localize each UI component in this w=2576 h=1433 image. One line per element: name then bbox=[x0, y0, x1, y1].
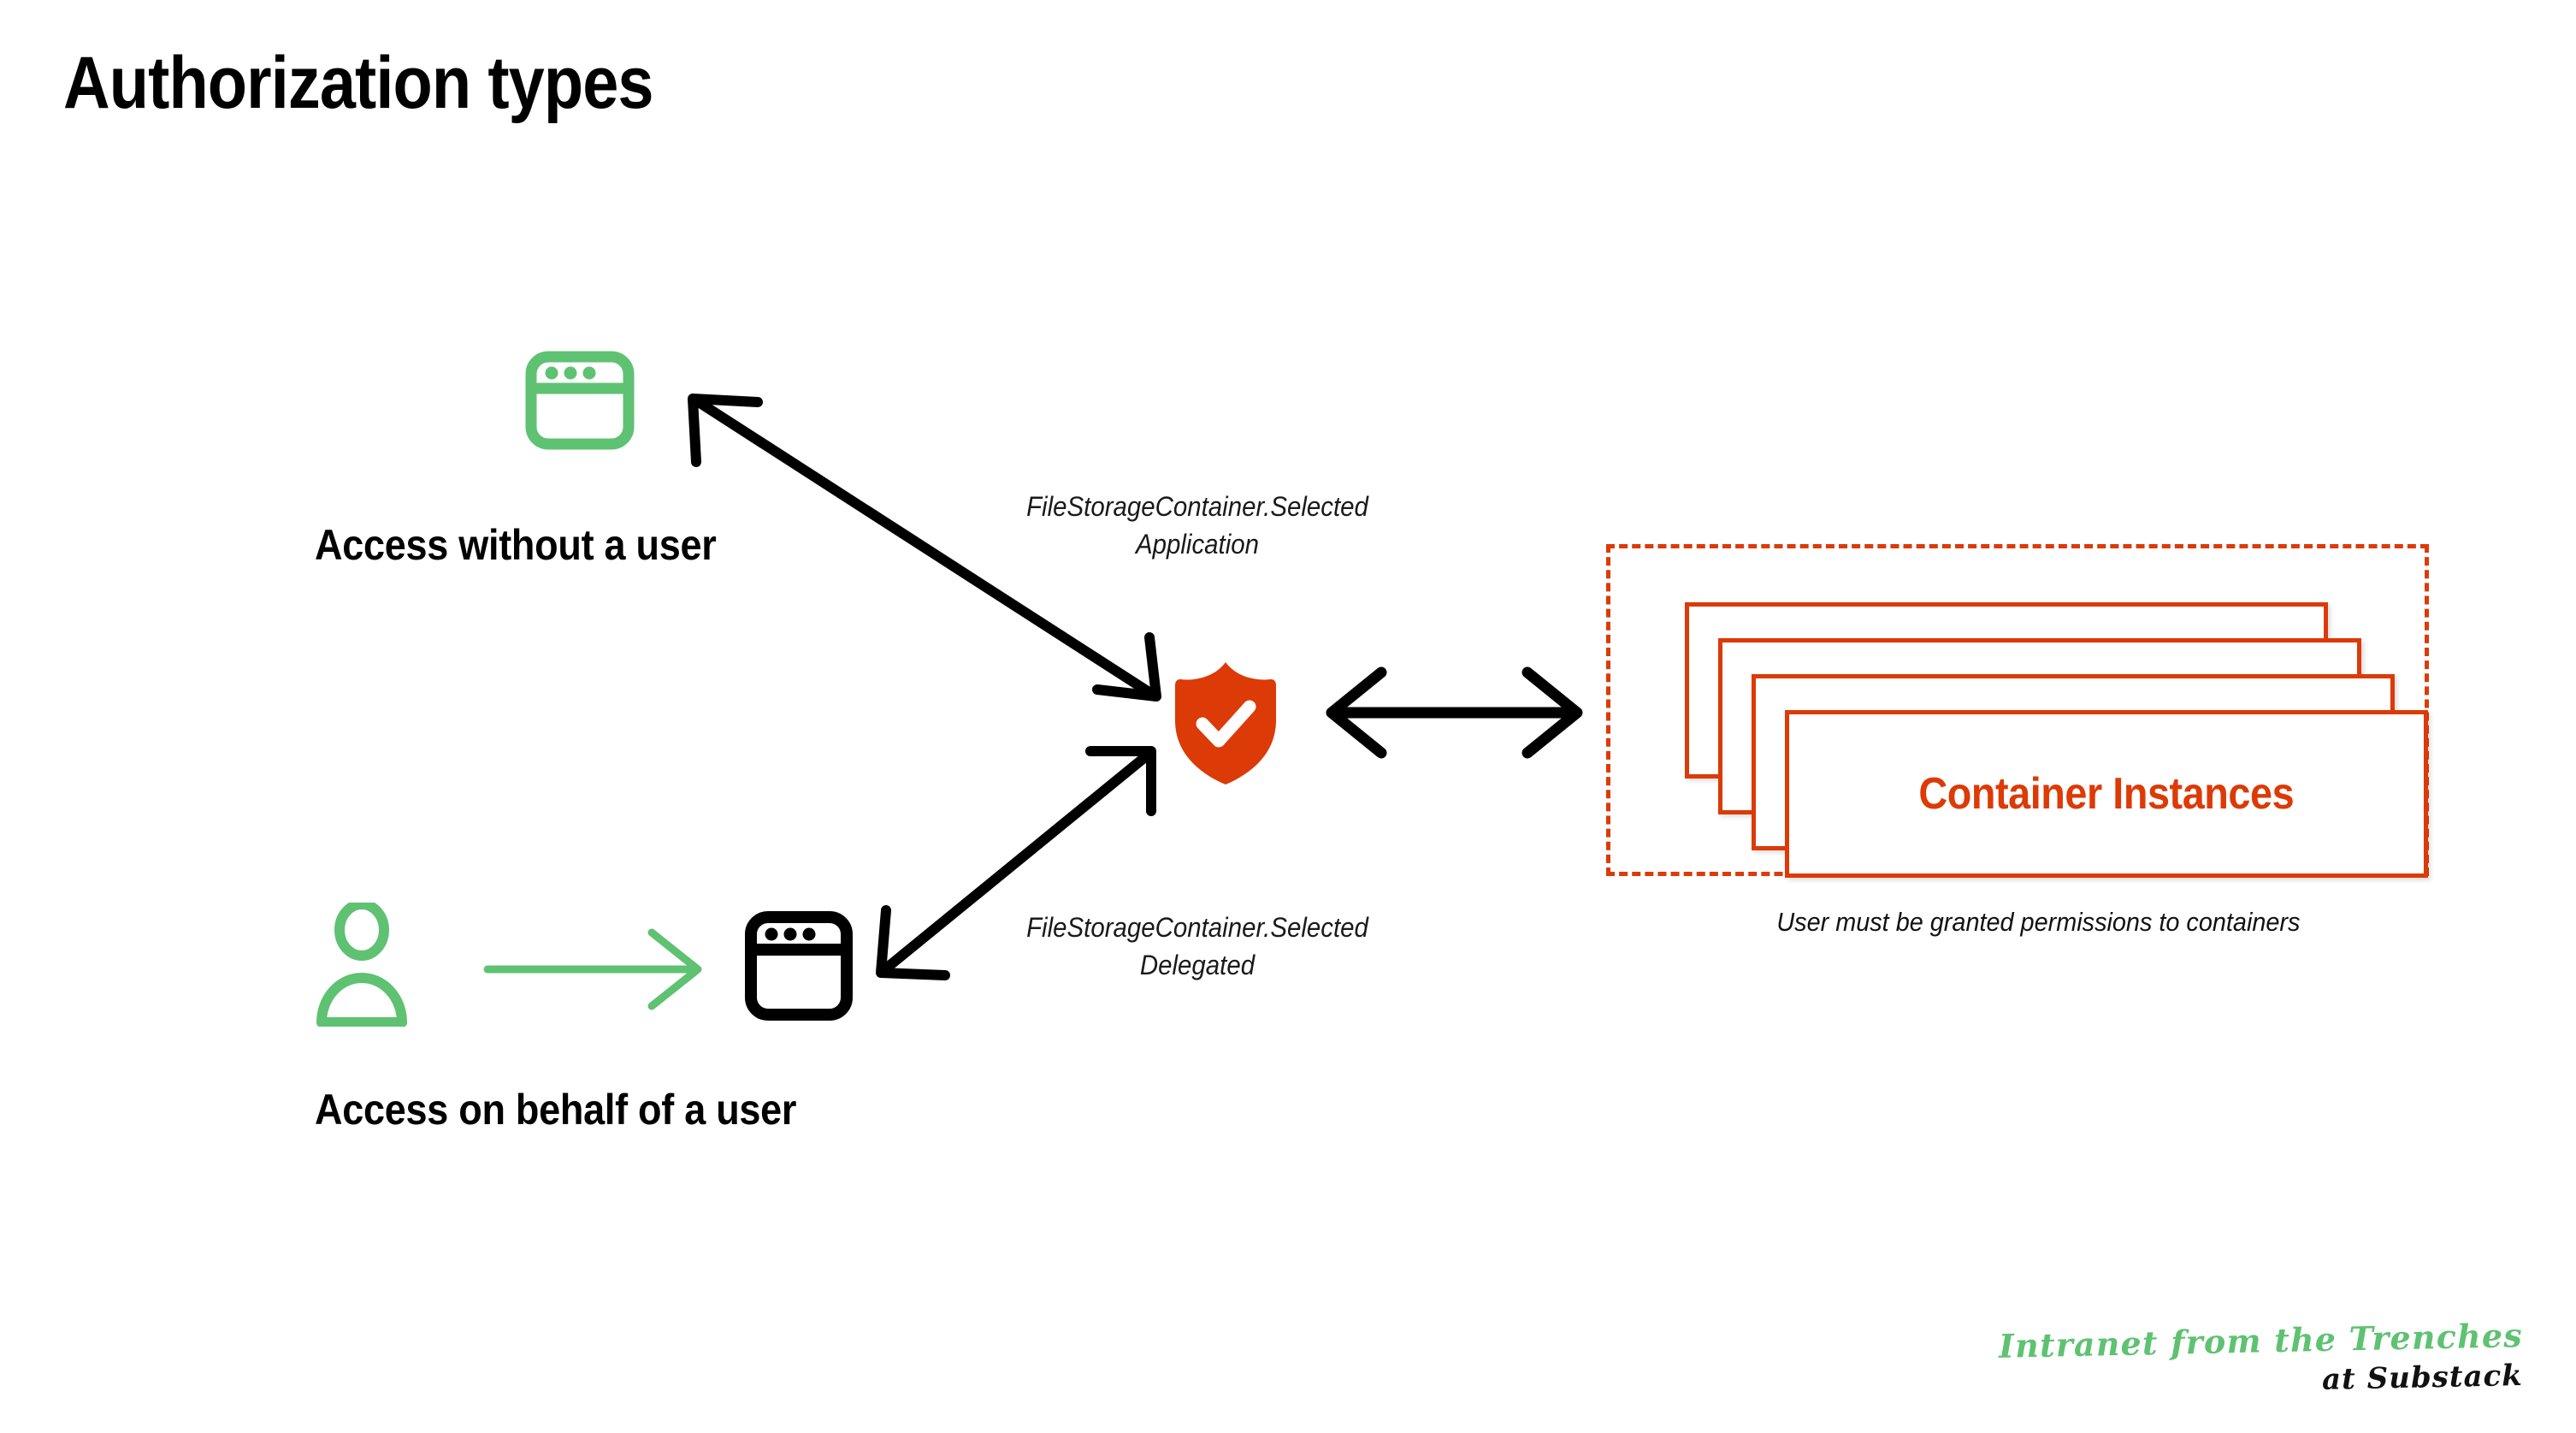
container-instances-group: Container Instances bbox=[1606, 544, 2429, 878]
scope-permission-type: Application bbox=[1135, 529, 1260, 560]
container-instance-rect-front: Container Instances bbox=[1785, 710, 2428, 878]
scope-label-application: FileStorageContainer.Selected Applicatio… bbox=[1025, 488, 1371, 563]
arrow-user-to-browser bbox=[483, 928, 702, 1010]
scope-permission-name: FileStorageContainer.Selected bbox=[1026, 912, 1368, 943]
container-instances-title: Container Instances bbox=[1918, 769, 2295, 819]
label-access-without-user: Access without a user bbox=[315, 521, 717, 569]
label-access-on-behalf-of-user: Access on behalf of a user bbox=[315, 1086, 797, 1134]
container-permissions-caption: User must be granted permissions to cont… bbox=[1776, 907, 2301, 937]
arrow-shield-to-containers bbox=[1326, 666, 1583, 759]
scope-label-delegated: FileStorageContainer.Selected Delegated bbox=[1025, 909, 1371, 984]
browser-window-black-icon bbox=[744, 910, 854, 1021]
scope-permission-type: Delegated bbox=[1139, 950, 1256, 981]
person-icon-green bbox=[315, 899, 409, 1027]
brand-publication-name: Intranet from the Trenches bbox=[1998, 1316, 2524, 1365]
scope-permission-name: FileStorageContainer.Selected bbox=[1026, 491, 1368, 522]
page-title: Authorization types bbox=[63, 42, 654, 124]
shield-check-icon bbox=[1170, 659, 1281, 787]
brand-platform-name: at Substack bbox=[2321, 1359, 2524, 1397]
browser-window-green-icon bbox=[525, 351, 635, 450]
